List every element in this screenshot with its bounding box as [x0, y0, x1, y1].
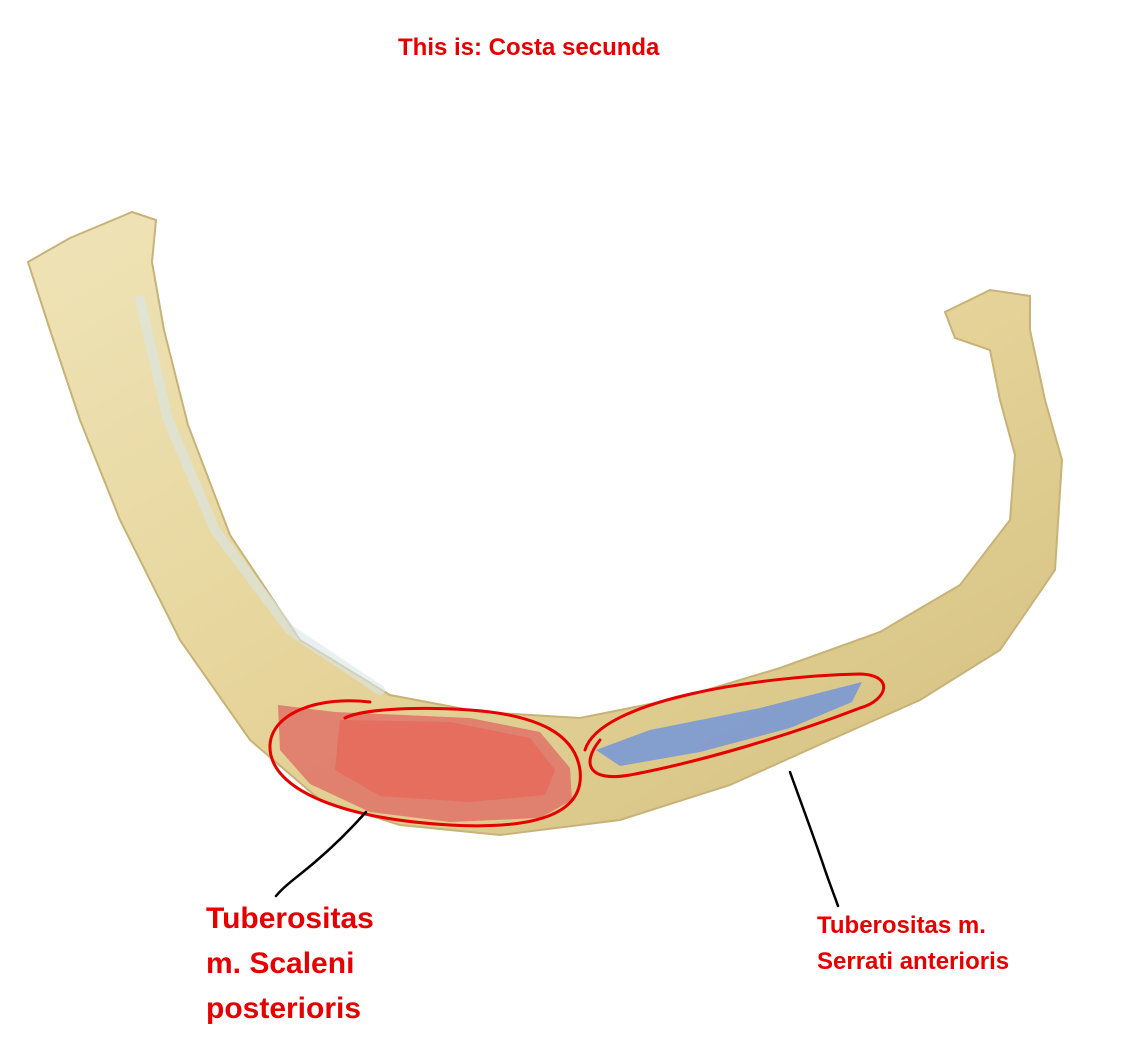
serratus-label-line-2: Serrati anterioris [817, 948, 1010, 975]
scalene-label-line-3: posterioris [206, 992, 362, 1025]
serratus-leader-line [788, 770, 840, 908]
scalene-tuberosity-inner [335, 720, 555, 802]
rib-bone-shape [26, 210, 1064, 837]
rib-inner-shading [135, 295, 385, 695]
serratus-outline [583, 672, 886, 778]
scalene-label-line-1: Tuberositas [206, 902, 374, 935]
serratus-label-line-1: Tuberositas m. [817, 912, 986, 939]
scalene-leader-line [274, 810, 368, 898]
scalene-outline [268, 699, 582, 828]
serratus-tuberosity-label: Tuberositas m. Serrati anterioris [817, 908, 1009, 980]
figure-title: This is: Costa secunda [398, 34, 660, 61]
serratus-tuberosity-area [596, 682, 862, 766]
scalene-label-line-2: m. Scaleni [206, 947, 355, 980]
scalene-tuberosity-label: Tuberositas m. Scaleni posterioris [206, 896, 374, 1031]
